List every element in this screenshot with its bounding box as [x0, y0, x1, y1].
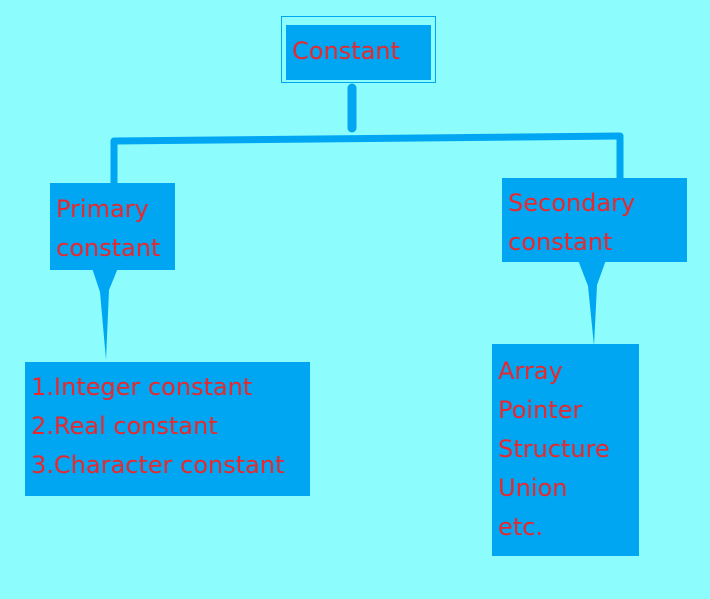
branch-bar-connector — [110, 132, 624, 145]
list-item: etc. — [498, 513, 543, 541]
secondary-constant-node: Secondary constant — [502, 178, 687, 262]
list-item: 2.Real constant — [31, 412, 218, 440]
primary-down-arrow — [92, 268, 118, 360]
list-item: Array — [498, 357, 563, 385]
node-label-line-2: constant — [56, 234, 161, 262]
primary-constant-types-node: 1.Integer constant 2.Real constant 3.Cha… — [25, 362, 310, 496]
list-item: 3.Character constant — [31, 451, 285, 479]
node-label: Constant — [292, 37, 400, 65]
root-node-constant: Constant — [286, 25, 431, 80]
primary-constant-node: Primary constant — [50, 183, 175, 270]
list-item: Structure — [498, 435, 610, 463]
list-item: 1.Integer constant — [31, 373, 253, 401]
list-item: Union — [498, 474, 568, 502]
secondary-constant-types-node: Array Pointer Structure Union etc. — [492, 344, 639, 556]
root-node-frame — [281, 16, 436, 83]
node-label-line-1: Secondary — [508, 189, 636, 217]
node-label-line-2: constant — [508, 228, 613, 256]
node-label-line-1: Primary — [56, 195, 149, 223]
secondary-down-arrow — [578, 260, 606, 346]
list-item: Pointer — [498, 396, 583, 424]
